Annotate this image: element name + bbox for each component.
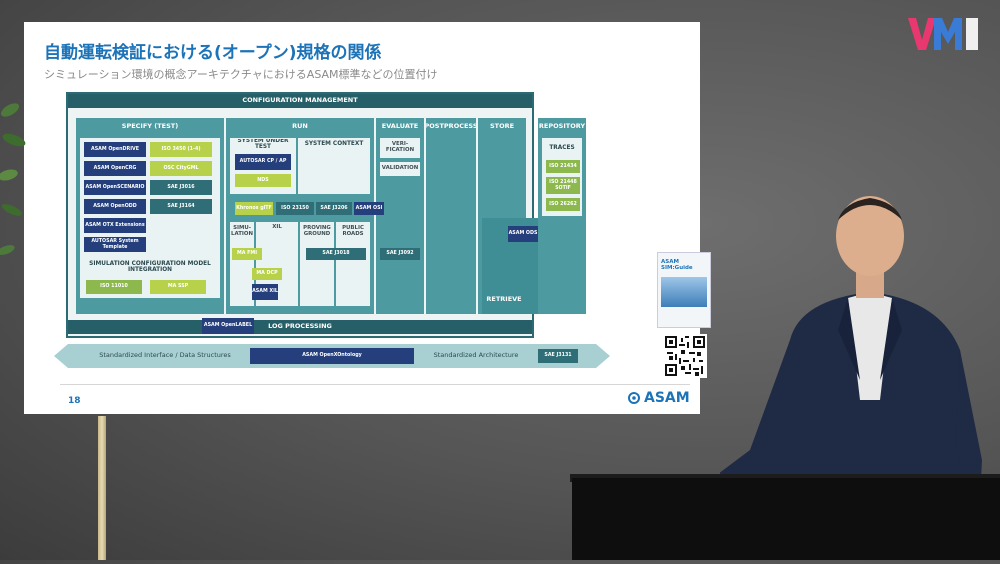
openodd-box: ASAM OpenODD — [84, 199, 146, 214]
arrow-left-label: Standardized Interface / Data Structures — [99, 351, 231, 360]
xil-label: XIL — [272, 224, 282, 231]
book-title: ASAM SIM:Guide — [661, 259, 693, 271]
retrieve-label: RETRIEVE — [486, 295, 522, 304]
asam-logo-icon — [628, 392, 640, 404]
sae-j3092-box: SAE J3092 — [380, 248, 420, 260]
validation-box: VALIDATION — [380, 162, 420, 176]
asam-ods-box: ASAM ODS — [508, 226, 538, 242]
verification-box: VERI- FICATION — [380, 138, 420, 158]
presentation-slide: 自動運転検証における(オープン)規格の関係 シミュレーション環境の概念アーキテク… — [24, 22, 700, 414]
column-repository-header: REPOSITORY — [538, 122, 586, 131]
sae-j3018-box: SAE J3018 — [306, 248, 366, 260]
asam-logo-text: ASAM — [644, 390, 690, 406]
slide-title: 自動運転検証における(オープン)規格の関係 — [44, 43, 382, 63]
iso3450-box: ISO 3450 (1-4) — [150, 142, 212, 157]
asam-logo: ASAM — [628, 390, 690, 406]
column-run-header: RUN — [292, 122, 308, 131]
column-evaluate-header: EVALUATE — [381, 122, 419, 131]
simulation-panel — [230, 222, 254, 306]
sae-j3206-box: SAE J3206 — [316, 202, 352, 215]
iso11010-box: ISO 11010 — [86, 280, 142, 294]
qr-code — [663, 334, 707, 378]
column-specify-header: SPECIFY (TEST) — [121, 122, 179, 131]
column-store-header: STORE — [489, 122, 515, 131]
plant-leaves — [0, 80, 30, 280]
nds-box: NDS — [235, 174, 291, 187]
column-postprocess-header: POSTPROCESS — [426, 122, 476, 131]
asam-openlabel-box: ASAM OpenLABEL — [202, 318, 254, 334]
sae-j3016-box: SAE J3016 — [150, 180, 212, 195]
proving-ground-label: PROVING GROUND — [303, 225, 331, 237]
source-book-cover: ASAM SIM:Guide — [657, 252, 711, 328]
asam-xil-box: ASAM XIL — [252, 284, 278, 300]
book-cover-image — [661, 277, 707, 307]
plant-stem — [98, 416, 106, 560]
osc-citygml-box: OSC CityGML — [150, 161, 212, 176]
traces-label: TRACES — [549, 144, 575, 151]
sae-j3164-box: SAE J3164 — [150, 199, 212, 214]
opencrg-box: ASAM OpenCRG — [84, 161, 146, 176]
asam-osi-box: ASAM OSI — [354, 202, 384, 215]
page-number: 18 — [68, 396, 81, 406]
autosar-system-template-box: AUTOSAR System Template — [84, 237, 146, 252]
ma-ssp-box: MA SSP — [150, 280, 206, 294]
architecture-diagram: CONFIGURATION MANAGEMENT SPECIFY (TEST) … — [24, 22, 700, 414]
system-context-label: SYSTEM CONTEXT — [304, 140, 364, 147]
podium — [572, 478, 1000, 560]
log-processing-bar: LOG PROCESSING — [68, 320, 532, 334]
sim-config-label: SIMULATION CONFIGURATION MODEL INTEGRATI… — [89, 260, 211, 273]
arrow-right-label: Standardized Architecture — [433, 351, 519, 360]
slide-subtitle: シミュレーション環境の概念アーキテクチャにおけるASAM標準などの位置付け — [44, 68, 438, 81]
vmf-logo — [908, 14, 980, 54]
autosar-cp-ap-box: AUTOSAR CP / AP — [235, 154, 291, 170]
source-label: Source: — [658, 240, 685, 248]
iso23150-box: ISO 23150 — [276, 202, 314, 215]
openxontology-box: ASAM OpenXOntology — [250, 348, 414, 364]
system-under-test-label: SYSTEM UNDER TEST — [237, 139, 289, 149]
openscenario-box: ASAM OpenSCENARIO — [84, 180, 146, 195]
proving-ground-panel — [300, 222, 334, 306]
sae-j3131-box: SAE J3131 — [538, 349, 578, 363]
ma-fmi-box: MA FMI — [232, 248, 262, 260]
public-roads-label: PUBLIC ROADS — [342, 225, 364, 237]
khronos-gltf-box: Khronos glTF — [235, 202, 273, 215]
iso21434-box: ISO 21434 — [546, 160, 580, 173]
otx-extensions-box: ASAM OTX Extensions — [84, 218, 146, 233]
footer-divider — [60, 384, 690, 385]
iso21448-sotif-box: ISO 21448 SOTIF — [546, 177, 580, 194]
ma-dcp-box: MA DCP — [252, 268, 282, 280]
simulation-label: SIMU- LATION — [231, 225, 253, 237]
configuration-management-bar: CONFIGURATION MANAGEMENT — [68, 94, 532, 108]
column-postprocess — [426, 118, 476, 314]
opendrive-box: ASAM OpenDRIVE — [84, 142, 146, 157]
public-roads-panel — [336, 222, 370, 306]
system-context-panel — [298, 138, 370, 194]
iso26262-box: ISO 26262 — [546, 198, 580, 211]
